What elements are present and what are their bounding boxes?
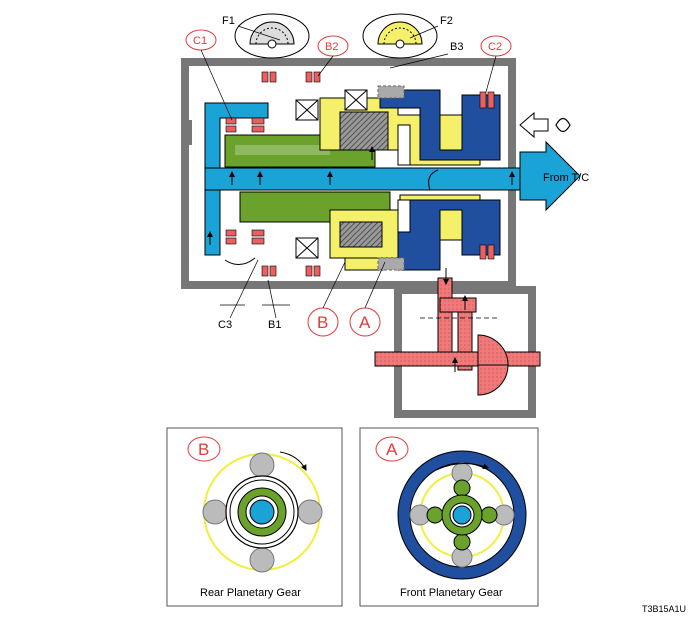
pinion-gears [339, 111, 411, 248]
front-caption: Front Planetary Gear [400, 587, 503, 599]
from-tc-label: From T/C [543, 172, 589, 184]
view-arrow-icon [519, 111, 549, 139]
label-b3: B3 [450, 41, 463, 53]
f2-clutch-icon [362, 13, 438, 59]
label-c1: C1 [193, 35, 207, 47]
f1-clutch-icon [234, 13, 310, 59]
label-f2: F2 [440, 15, 453, 27]
rear-planetary-gear [187, 436, 323, 573]
figure-code: T3B15A1U [642, 604, 686, 614]
flow-arrows [207, 146, 515, 265]
one-way-clutches [295, 89, 368, 259]
label-b1: B1 [268, 319, 281, 331]
front-badge: A [386, 440, 398, 459]
label-b2: B2 [325, 41, 338, 53]
eye-icon [555, 117, 571, 133]
label-c2: C2 [488, 41, 502, 53]
rear-badge: B [198, 440, 209, 459]
input-shaft: From T/C [204, 102, 589, 256]
rear-gear-set [224, 134, 391, 223]
label-c3: C3 [218, 319, 232, 331]
transmission-case [181, 58, 516, 289]
label-a: A [359, 313, 371, 332]
label-b: B [317, 313, 328, 332]
front-planetary-gear [375, 436, 527, 580]
leader-lines [200, 25, 497, 319]
rear-caption: Rear Planetary Gear [200, 587, 301, 599]
clutch-plates [225, 71, 495, 277]
label-f1: F1 [222, 15, 235, 27]
ring-gear [377, 85, 501, 271]
differential [374, 268, 541, 396]
